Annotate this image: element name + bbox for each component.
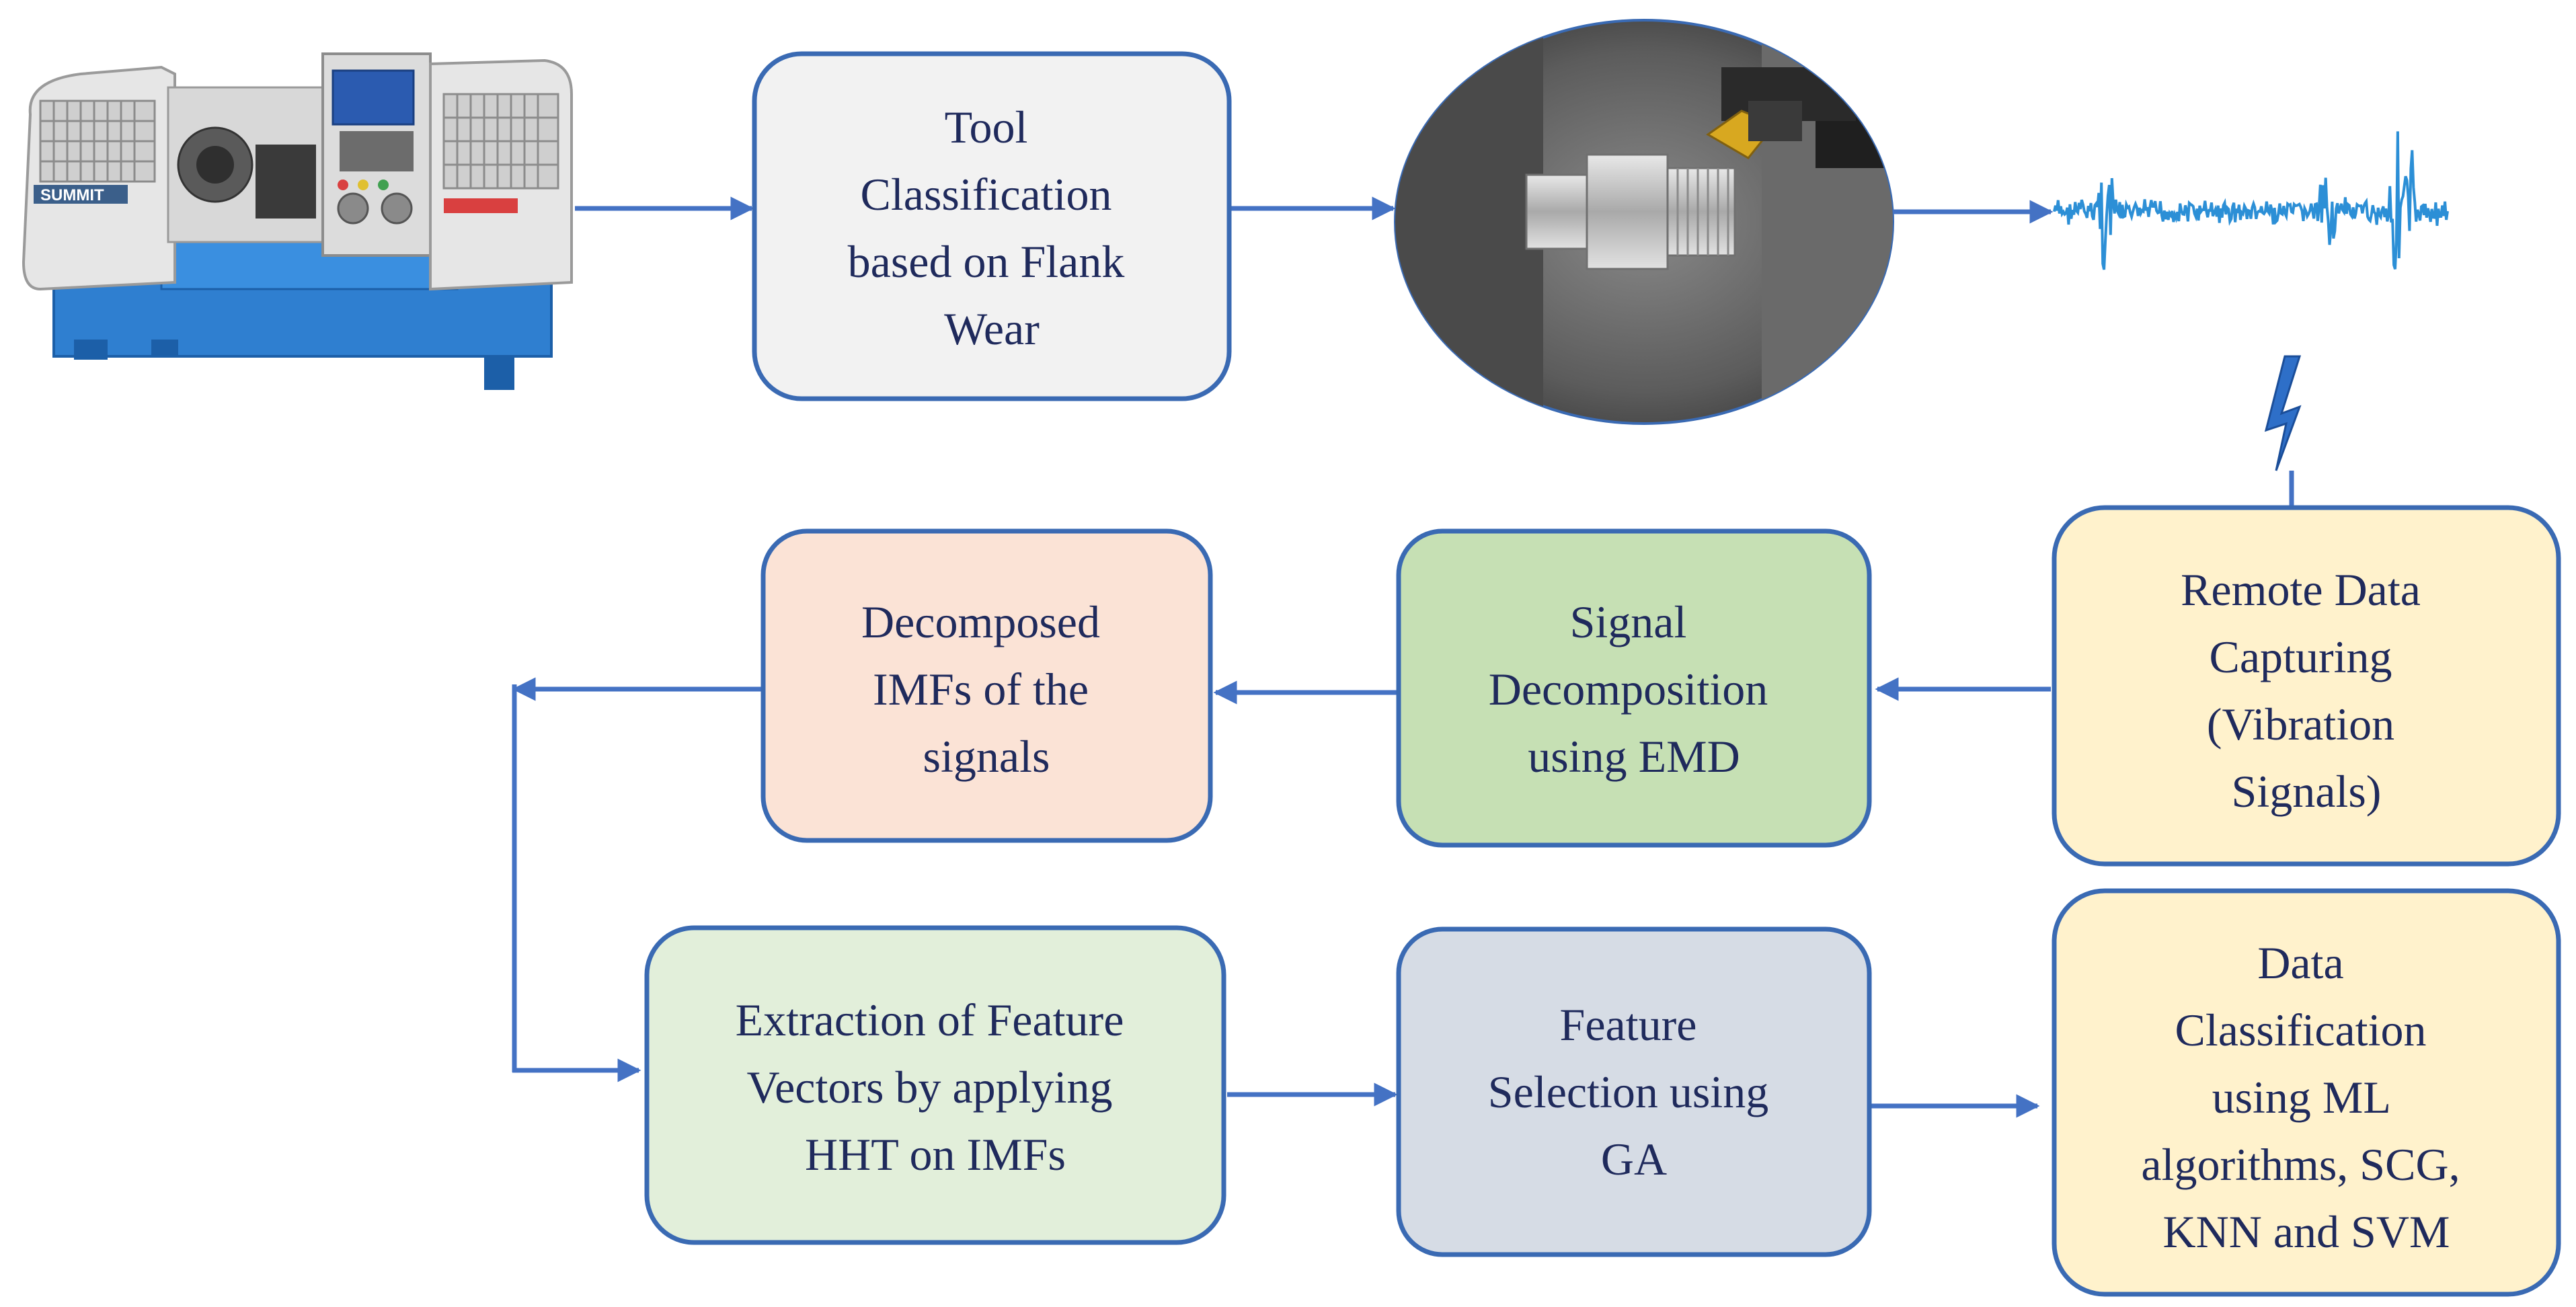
box-extraction-of-feature-vectors-label: Extraction of Feature Vectors by applyin… (736, 994, 1136, 1180)
box-signal-decomposition-shape (1396, 528, 1872, 848)
box-signal-decomposition-label: Signal Decomposition using EMD (1489, 596, 1780, 782)
turning-tool-workpiece-icon (1394, 19, 1894, 425)
arrow-imfs-to-extraction (512, 677, 763, 1082)
cnc-lathe-machine-icon: SUMMIT (22, 52, 573, 390)
lathe-brand-label: SUMMIT (40, 186, 104, 204)
box-remote-data-capturing: Remote Data Capturing (Vibration Signals… (2052, 505, 2561, 867)
box-decomposed-imfs-label: Decomposed IMFs of the signals (861, 596, 1111, 782)
box-tool-classification-shape (752, 51, 1232, 401)
box-remote-data-capturing-shape (2052, 505, 2561, 867)
box-data-classification-label: Data Classification using ML algorithms,… (2141, 937, 2471, 1257)
box-data-classification: Data Classification using ML algorithms,… (2052, 888, 2561, 1297)
lightning-bolt-icon (2264, 355, 2302, 506)
box-tool-classification: Tool Classification based on Flank Wear (752, 51, 1232, 401)
box-extraction-of-feature-vectors: Extraction of Feature Vectors by applyin… (644, 925, 1226, 1245)
box-decomposed-imfs-shape (760, 528, 1213, 843)
vibration-signal-waveform-icon (2053, 131, 2449, 270)
box-decomposed-imfs: Decomposed IMFs of the signals (760, 528, 1213, 843)
box-remote-data-capturing-label: Remote Data Capturing (Vibration Signals… (2181, 564, 2432, 817)
box-feature-selection: Feature Selection using GA (1396, 926, 1872, 1257)
box-signal-decomposition: Signal Decomposition using EMD (1396, 528, 1872, 848)
box-tool-classification-label: Tool Classification based on Flank Wear (848, 102, 1136, 354)
box-feature-selection-shape (1396, 926, 1872, 1257)
box-feature-selection-label: Feature Selection using GA (1488, 999, 1780, 1185)
box-extraction-of-feature-vectors-shape (644, 925, 1226, 1245)
box-data-classification-shape (2052, 888, 2561, 1297)
